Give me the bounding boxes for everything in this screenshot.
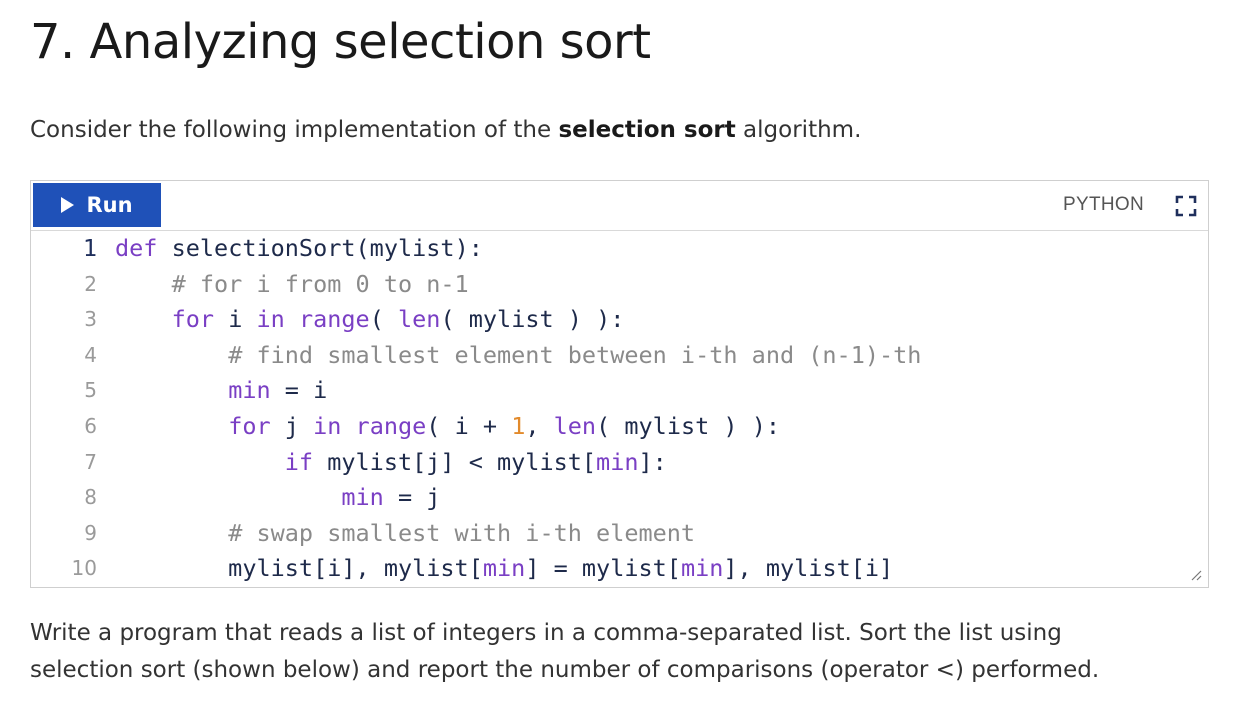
code-token: min	[341, 483, 384, 512]
line-number: 4	[84, 342, 97, 367]
language-label: PYTHON	[1063, 194, 1144, 215]
code-token: = j	[383, 483, 441, 512]
page-title: 7. Analyzing selection sort	[30, 14, 651, 70]
code-token	[115, 448, 285, 476]
code-text: # find smallest element between i-th and…	[115, 338, 921, 374]
code-text: if mylist[j] < mylist[min]:	[115, 445, 667, 481]
code-area[interactable]: 1 def selectionSort(mylist): 2 # for i fro…	[31, 231, 1208, 587]
code-token: # for i from 0 to n-1	[171, 269, 469, 298]
code-token: ]:	[638, 447, 667, 476]
intro-text: Consider the following implementation of…	[30, 117, 861, 143]
line-number: 9	[84, 520, 97, 545]
code-token: if	[284, 447, 314, 476]
code-text: # for i from 0 to n-1	[115, 267, 469, 303]
code-text: # swap smallest with i-th element	[115, 516, 695, 552]
code-token: mylist[j] < mylist[	[313, 447, 597, 476]
code-text: min = j	[115, 480, 440, 516]
code-token	[115, 305, 172, 333]
code-token: # find smallest element between i-th and…	[228, 340, 922, 369]
line-number: 2	[84, 271, 97, 296]
code-text: mylist[i], mylist[min] = mylist[min], my…	[115, 551, 893, 587]
code-token: min	[596, 447, 639, 476]
code-token	[115, 376, 228, 404]
code-token: 1	[511, 412, 526, 440]
code-token: ( mylist ) ):	[596, 412, 781, 440]
code-token: # swap smallest with i-th element	[228, 518, 696, 547]
code-editor: Run PYTHON 1 def selectionSort(mylist): 2 …	[30, 180, 1209, 588]
line-number: 1	[82, 234, 97, 262]
code-token: min	[228, 376, 271, 405]
code-token: mylist[i], mylist[	[115, 554, 483, 583]
code-token: ,	[525, 412, 554, 440]
code-token: range	[355, 412, 427, 440]
line-number: 8	[84, 485, 97, 510]
code-token	[115, 519, 228, 547]
description-line-2: selection sort (shown below) and report …	[30, 657, 1100, 683]
code-token: for	[171, 305, 215, 334]
run-button[interactable]: Run	[33, 183, 161, 227]
code-text: for j in range( i + 1, len( mylist ) ):	[115, 409, 780, 445]
code-token: i	[214, 305, 257, 334]
code-token: (	[369, 305, 398, 334]
play-icon	[61, 197, 75, 213]
code-token: ] = mylist[	[525, 554, 681, 583]
fullscreen-icon[interactable]	[1174, 194, 1198, 218]
code-token	[115, 341, 228, 369]
code-token	[115, 483, 341, 511]
code-token	[115, 412, 228, 440]
description: Write a program that reads a list of int…	[30, 615, 1210, 689]
code-token: ], mylist[i]	[723, 554, 894, 583]
editor-toolbar: Run PYTHON	[31, 181, 1208, 231]
code-token: range	[298, 305, 370, 334]
code-token: selectionSort(mylist):	[157, 234, 483, 262]
code-token: len	[553, 412, 597, 440]
code-token: for	[228, 412, 271, 440]
line-number: 10	[71, 556, 97, 581]
code-token: j	[270, 412, 314, 440]
code-token: ( mylist ) ):	[440, 305, 625, 334]
code-token: ( i +	[426, 412, 512, 440]
description-line-1: Write a program that reads a list of int…	[30, 620, 1062, 646]
code-token: = i	[270, 376, 328, 405]
line-number: 5	[84, 378, 97, 403]
code-token: in	[256, 305, 285, 334]
code-token: in	[313, 412, 342, 440]
code-token	[115, 270, 172, 298]
run-label: Run	[86, 193, 133, 217]
code-token	[341, 412, 355, 440]
code-token: min	[482, 554, 526, 583]
code-token: len	[398, 305, 441, 334]
code-token	[285, 305, 299, 333]
line-number: 6	[84, 414, 97, 438]
code-token: min	[680, 554, 724, 583]
intro-prefix: Consider the following implementation of…	[30, 117, 559, 143]
code-text: def selectionSort(mylist):	[115, 231, 483, 267]
code-token: def	[115, 234, 158, 262]
intro-bold: selection sort	[558, 117, 736, 143]
code-text: for i in range( len( mylist ) ):	[115, 302, 625, 338]
resize-handle-icon[interactable]	[1190, 569, 1202, 581]
line-number: 3	[84, 307, 97, 332]
line-number: 7	[84, 449, 97, 474]
code-text: min = i	[115, 373, 327, 409]
intro-suffix: algorithm.	[735, 117, 862, 143]
